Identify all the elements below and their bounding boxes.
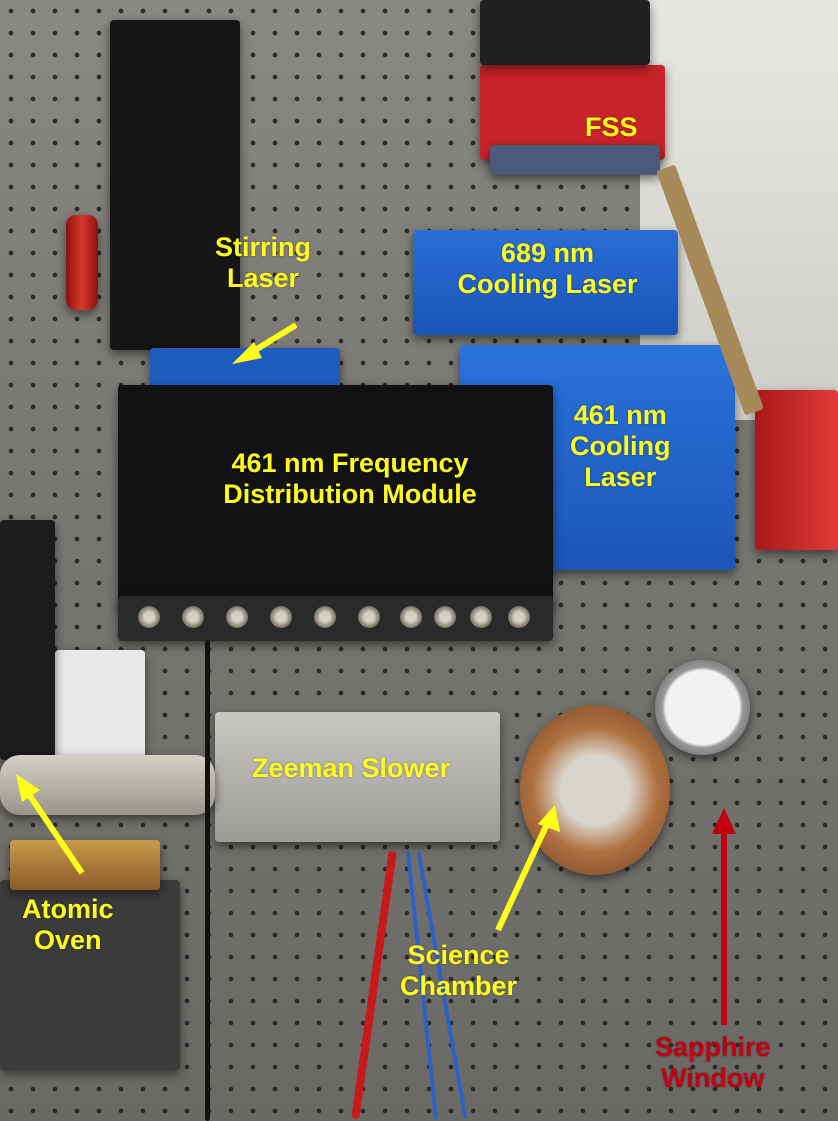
red-cylinder [755, 390, 838, 550]
gauge-dial [655, 660, 750, 755]
stirring-laser-arrow-icon [232, 322, 298, 364]
power-supply [55, 650, 145, 760]
spray-can [66, 215, 98, 310]
top-black-unit [480, 0, 650, 65]
zeeman-slower-body [215, 712, 500, 842]
rack-left [0, 520, 55, 760]
science-chamber [520, 705, 670, 875]
black-tower [110, 20, 240, 350]
black-cable [205, 640, 210, 1121]
fss-box [480, 65, 665, 160]
frequency-distribution-module [118, 385, 553, 610]
atomic-oven-arrow-icon [16, 774, 85, 875]
cooling-laser-689-box [413, 230, 678, 335]
atomic-oven-housing [0, 880, 180, 1070]
sapphire-window-arrow-icon [712, 808, 736, 1025]
label-zeeman-slower: Zeeman Slower [252, 753, 451, 783]
oven-copper-block [10, 840, 160, 890]
fss-front-panel [490, 145, 660, 175]
science-chamber-arrow-icon [495, 805, 560, 932]
label-fss: FSS [585, 112, 638, 142]
